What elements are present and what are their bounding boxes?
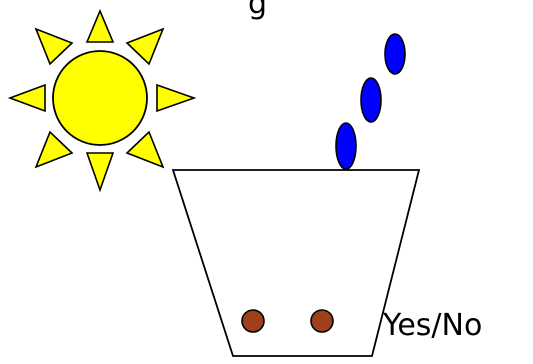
- water-drop-icon: [385, 34, 405, 74]
- sun-ray-right: [157, 85, 194, 111]
- water-drop-icon: [336, 123, 356, 169]
- sun-ray-bottom: [87, 153, 113, 190]
- sun-ray-bottom-right: [127, 132, 163, 167]
- seed-icon: [242, 310, 264, 332]
- sun-icon: [10, 11, 194, 190]
- sun-ray-top-right: [127, 29, 163, 64]
- sun-ray-top: [87, 11, 113, 42]
- sun-disc: [53, 51, 147, 145]
- answer-label: Yes/No: [383, 308, 482, 343]
- sun-ray-left: [10, 85, 45, 111]
- water-drop-icon: [361, 78, 381, 122]
- sun-ray-top-left: [36, 29, 72, 64]
- cropped-top-text: g: [248, 0, 267, 21]
- water-drops: [336, 34, 405, 169]
- seed-icon: [311, 310, 333, 332]
- sun-ray-bottom-left: [36, 132, 72, 167]
